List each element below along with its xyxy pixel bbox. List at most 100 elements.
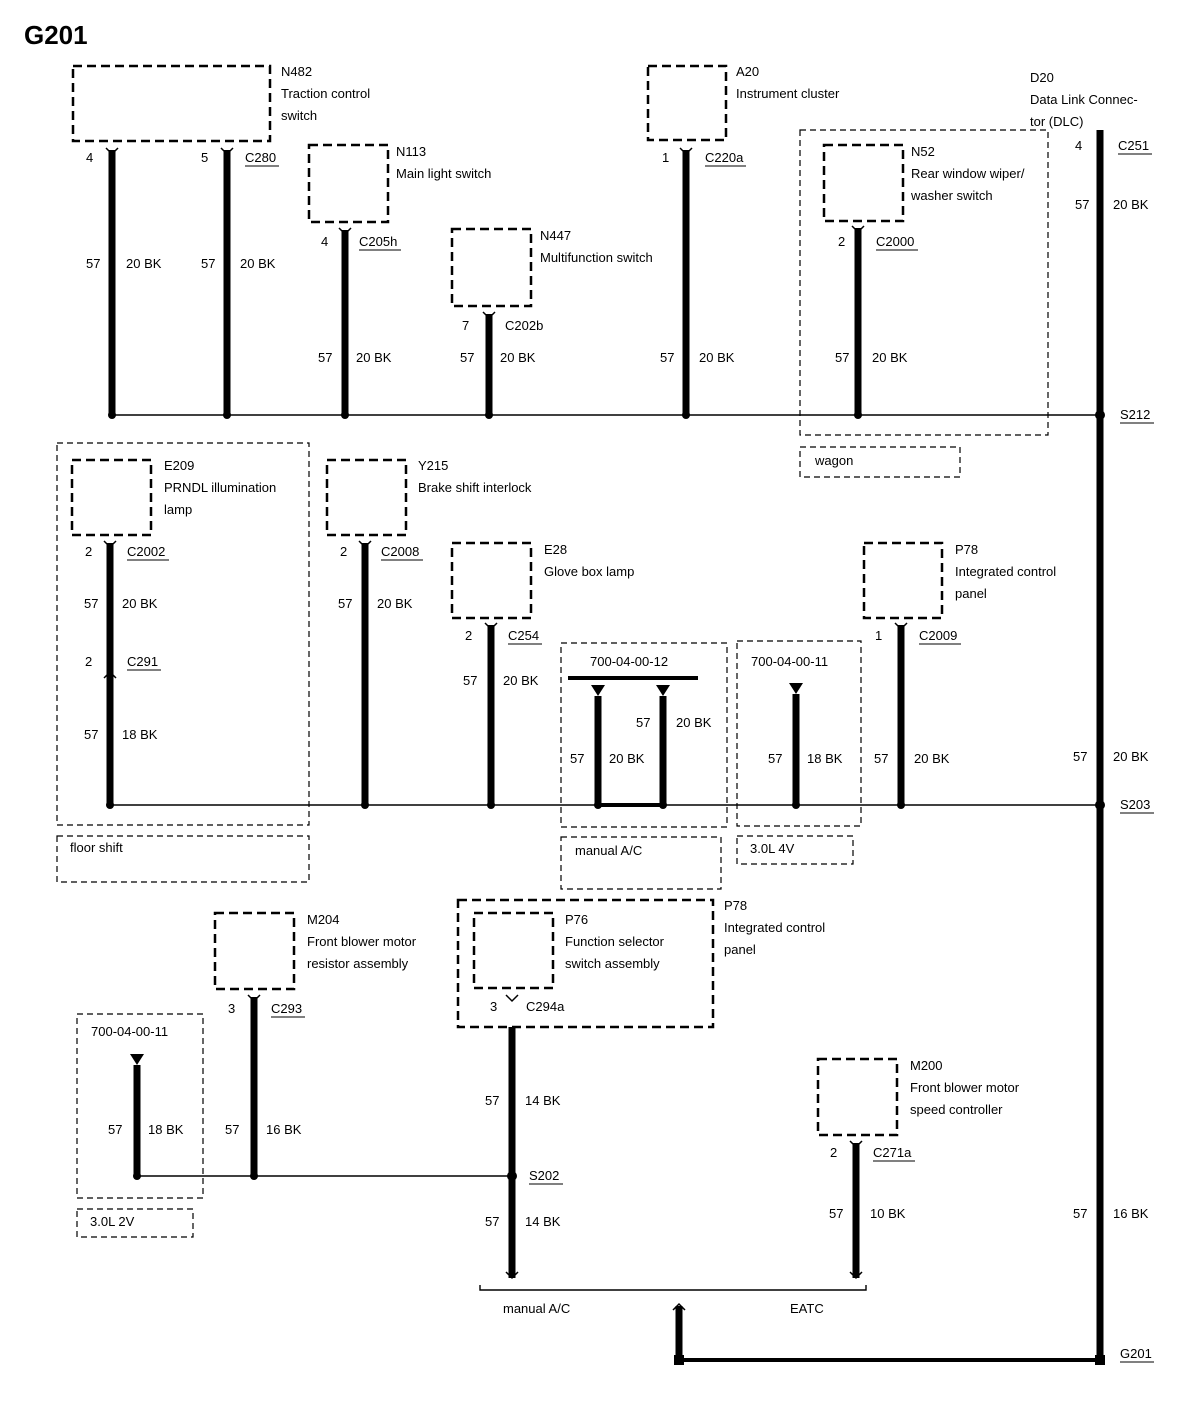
svg-text:1: 1 bbox=[875, 628, 882, 643]
m200-label: M200 Front blower motor speed controller bbox=[910, 1058, 1020, 1117]
svg-text:20 BK: 20 BK bbox=[240, 256, 276, 271]
svg-text:2: 2 bbox=[465, 628, 472, 643]
svg-text:Integrated control: Integrated control bbox=[724, 920, 825, 935]
svg-text:18 BK: 18 BK bbox=[122, 727, 158, 742]
p78-label: P78 Integrated control panel bbox=[955, 542, 1056, 601]
svg-text:14 BK: 14 BK bbox=[525, 1214, 561, 1229]
ground-g201: G201 bbox=[1120, 1346, 1152, 1361]
svg-text:18 BK: 18 BK bbox=[807, 751, 843, 766]
manual-ac-label-box bbox=[560, 836, 722, 890]
n482-label: N482 Traction control switch bbox=[281, 64, 370, 123]
svg-text:57: 57 bbox=[201, 256, 215, 271]
svg-text:Brake shift interlock: Brake shift interlock bbox=[418, 480, 532, 495]
svg-text:M204: M204 bbox=[307, 912, 340, 927]
option-3-0l-2v: 3.0L 2V bbox=[90, 1214, 135, 1229]
svg-text:Function selector: Function selector bbox=[565, 934, 665, 949]
svg-text:Rear window wiper/: Rear window wiper/ bbox=[911, 166, 1025, 181]
p78-panel-box bbox=[456, 898, 715, 1029]
option-manual-ac-bottom: manual A/C bbox=[503, 1301, 570, 1316]
connector-c205h: C205h bbox=[359, 234, 397, 249]
m204-label: M204 Front blower motor resistor assembl… bbox=[307, 912, 417, 971]
variant-arrow-11b bbox=[130, 1054, 144, 1065]
p76-label: P76 Function selector switch assembly bbox=[565, 912, 665, 971]
variant-code-11b: 700-04-00-11 bbox=[91, 1024, 168, 1039]
svg-text:20 BK: 20 BK bbox=[699, 350, 735, 365]
svg-text:18 BK: 18 BK bbox=[148, 1122, 184, 1137]
svg-text:7: 7 bbox=[462, 318, 469, 333]
connector-labels: C280 C205h C202b C220a C251 C2000 C2002 … bbox=[127, 138, 1152, 1162]
option-manual-ac: manual A/C bbox=[575, 843, 642, 858]
svg-text:57: 57 bbox=[108, 1122, 122, 1137]
svg-text:20 BK: 20 BK bbox=[609, 751, 645, 766]
svg-text:20 BK: 20 BK bbox=[377, 596, 413, 611]
svg-text:Integrated control: Integrated control bbox=[955, 564, 1056, 579]
svg-text:57: 57 bbox=[636, 715, 650, 730]
svg-text:20 BK: 20 BK bbox=[126, 256, 162, 271]
svg-text:3: 3 bbox=[490, 999, 497, 1014]
floor-shift-label-box bbox=[56, 835, 310, 883]
pin-numbers: 4 5 4 7 1 4 2 2 2 2 2 1 3 3 2 bbox=[85, 138, 1082, 1160]
wagon-label-box bbox=[799, 446, 961, 478]
n482-box bbox=[71, 64, 272, 143]
svg-text:57: 57 bbox=[570, 751, 584, 766]
svg-text:4: 4 bbox=[1075, 138, 1082, 153]
splice-dots bbox=[106, 410, 1105, 1365]
svg-text:Y215: Y215 bbox=[418, 458, 448, 473]
svg-text:N113: N113 bbox=[396, 144, 426, 159]
svg-text:16 BK: 16 BK bbox=[1113, 1206, 1149, 1221]
wagon-zone bbox=[799, 129, 1049, 436]
svg-text:washer switch: washer switch bbox=[910, 188, 993, 203]
svg-text:speed controller: speed controller bbox=[910, 1102, 1003, 1117]
svg-text:P78: P78 bbox=[955, 542, 978, 557]
connector-c251: C251 bbox=[1118, 138, 1149, 153]
svg-text:20 BK: 20 BK bbox=[122, 596, 158, 611]
svg-text:E28: E28 bbox=[544, 542, 567, 557]
svg-text:1: 1 bbox=[662, 150, 669, 165]
svg-text:N482: N482 bbox=[281, 64, 312, 79]
option-eatc: EATC bbox=[790, 1301, 824, 1316]
connector-c294a: C294a bbox=[526, 999, 565, 1014]
svg-text:2: 2 bbox=[85, 544, 92, 559]
svg-text:4: 4 bbox=[321, 234, 328, 249]
connector-c280: C280 bbox=[245, 150, 276, 165]
variant-arrow-11a bbox=[789, 683, 803, 694]
svg-text:57: 57 bbox=[835, 350, 849, 365]
page-title: G201 bbox=[24, 20, 88, 50]
splice-s202: S202 bbox=[529, 1168, 559, 1183]
svg-text:A20: A20 bbox=[736, 64, 759, 79]
y215-label: Y215 Brake shift interlock bbox=[418, 458, 532, 495]
a20-box bbox=[646, 64, 728, 142]
ac-bracket bbox=[479, 1285, 867, 1291]
svg-text:10 BK: 10 BK bbox=[870, 1206, 906, 1221]
e28-label: E28 Glove box lamp bbox=[544, 542, 634, 579]
svg-text:57: 57 bbox=[318, 350, 332, 365]
svg-text:57: 57 bbox=[768, 751, 782, 766]
n113-box bbox=[307, 143, 390, 224]
svg-text:20 BK: 20 BK bbox=[503, 673, 539, 688]
svg-text:2: 2 bbox=[830, 1145, 837, 1160]
variant-arrow-12b bbox=[656, 685, 670, 696]
n52-box bbox=[822, 143, 905, 223]
svg-text:E209: E209 bbox=[164, 458, 194, 473]
svg-text:57: 57 bbox=[660, 350, 674, 365]
connector-c254: C254 bbox=[508, 628, 539, 643]
e209-box bbox=[70, 458, 153, 537]
pin-chevrons bbox=[103, 147, 908, 1311]
svg-text:Instrument cluster: Instrument cluster bbox=[736, 86, 840, 101]
svg-text:57: 57 bbox=[485, 1093, 499, 1108]
connector-c2008: C2008 bbox=[381, 544, 419, 559]
connector-c291: C291 bbox=[127, 654, 158, 669]
svg-text:Data Link Connec-: Data Link Connec- bbox=[1030, 92, 1138, 107]
variant-code-11a: 700-04-00-11 bbox=[751, 654, 828, 669]
svg-text:57: 57 bbox=[86, 256, 100, 271]
connector-c220a: C220a bbox=[705, 150, 744, 165]
variant-code-12: 700-04-00-12 bbox=[590, 654, 668, 669]
connector-c2002: C2002 bbox=[127, 544, 165, 559]
splice-s212: S212 bbox=[1120, 407, 1150, 422]
option-wagon: wagon bbox=[814, 453, 853, 468]
svg-text:57: 57 bbox=[485, 1214, 499, 1229]
n52-label: N52 Rear window wiper/ washer switch bbox=[910, 144, 1025, 203]
svg-text:20 BK: 20 BK bbox=[914, 751, 950, 766]
m200-box bbox=[816, 1057, 899, 1137]
